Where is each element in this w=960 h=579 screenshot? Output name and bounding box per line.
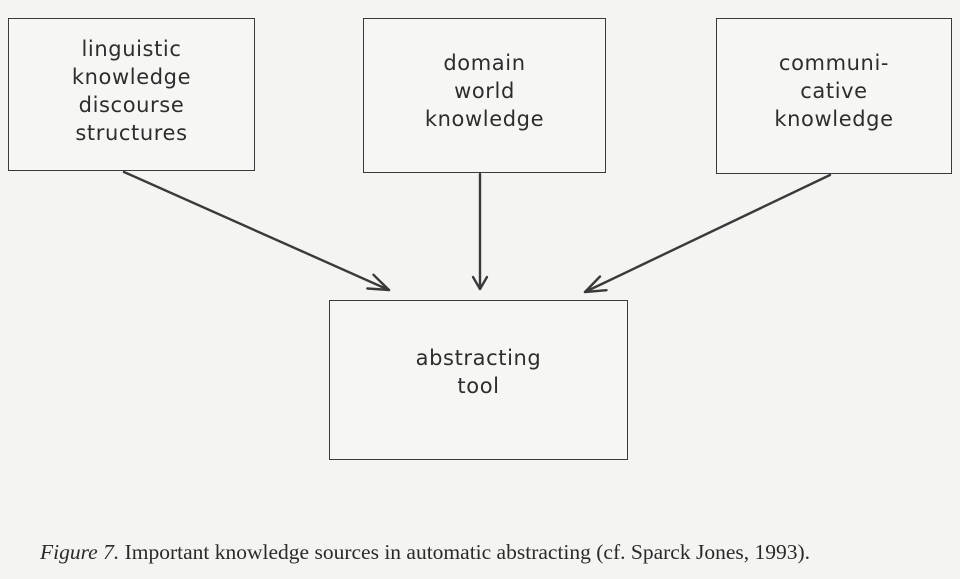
node-abstracting-tool: abstracting tool xyxy=(329,300,628,460)
edge-linguistic-to-abstracting xyxy=(122,170,391,292)
label-line: discourse xyxy=(78,93,185,117)
label-line: knowledge xyxy=(71,65,192,89)
node-linguistic-knowledge: linguistic knowledge discourse structure… xyxy=(8,18,255,171)
label-line: knowledge xyxy=(774,107,894,131)
figure-caption: Figure 7. Important knowledge sources in… xyxy=(40,540,810,565)
node-label-abstracting: abstracting tool xyxy=(416,344,542,400)
label-line: domain xyxy=(443,50,526,75)
label-line: world xyxy=(454,78,515,103)
label-line: communi- xyxy=(778,51,890,75)
edge-communicative-to-abstracting xyxy=(583,173,832,294)
figure-label: Figure 7. xyxy=(40,540,120,564)
node-communicative-knowledge: communi- cative knowledge xyxy=(716,18,952,174)
label-line: linguistic xyxy=(81,37,182,61)
node-label-linguistic: linguistic knowledge discourse structure… xyxy=(9,35,254,147)
node-label-communicative: communi- cative knowledge xyxy=(774,49,893,133)
figure-caption-text: Important knowledge sources in automatic… xyxy=(124,540,811,564)
edge-domain-to-abstracting xyxy=(471,172,489,291)
label-line: knowledge xyxy=(424,106,545,131)
label-line: cative xyxy=(800,79,868,103)
label-line: structures xyxy=(75,121,188,145)
label-line: abstracting xyxy=(415,345,542,370)
node-label-domain: domain world knowledge xyxy=(425,49,544,133)
node-domain-world-knowledge: domain world knowledge xyxy=(363,18,606,173)
label-line: tool xyxy=(457,373,500,398)
